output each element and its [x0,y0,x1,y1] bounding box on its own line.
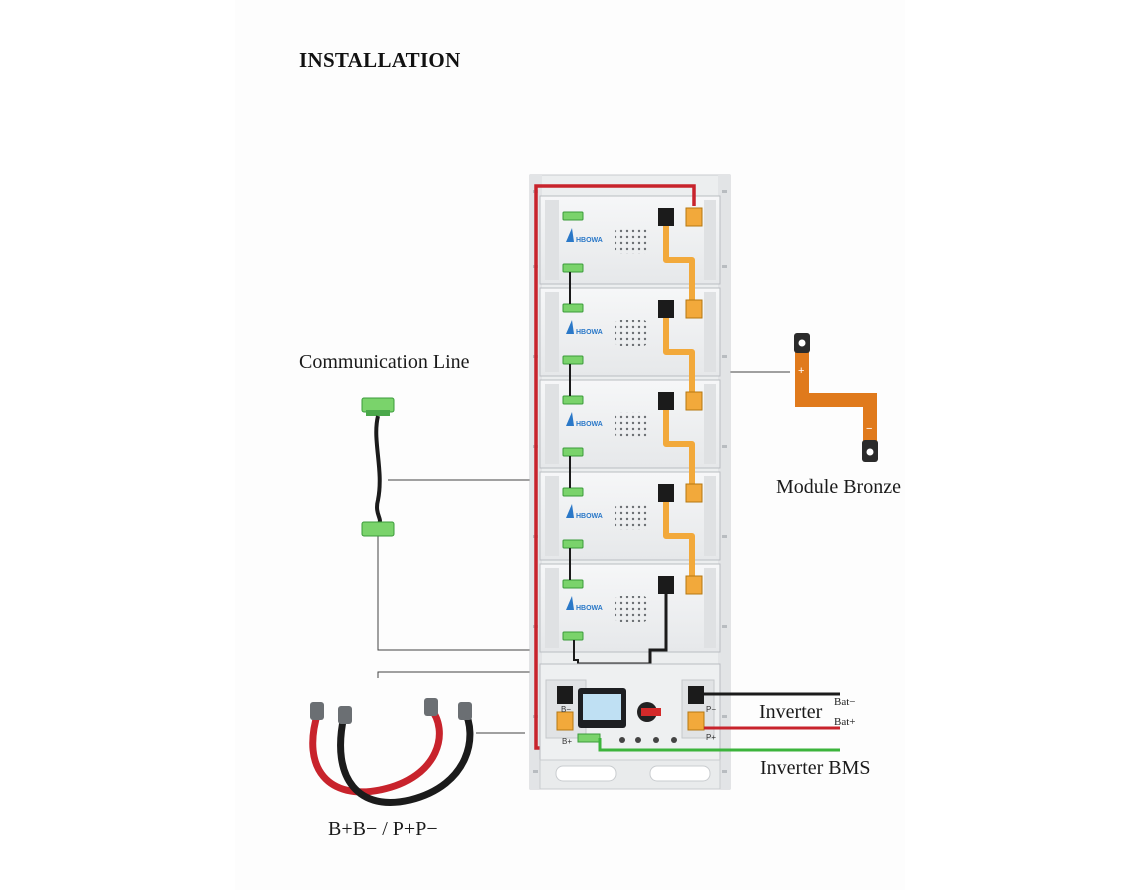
brand-logo-text: HBOWA [576,237,603,244]
terminal-p-minus [688,686,704,704]
module-terminals [658,207,703,595]
bat-minus-label: Bat− [834,696,856,708]
busbar-1 [663,226,695,304]
bat-plus-label: Bat+ [834,716,856,728]
communication-line-label: Communication Line [299,351,470,373]
module-bronze-label: Module Bronze [776,476,901,498]
brand-logo-text: HBOWA [576,513,603,520]
bronze-plus-label: + [798,365,804,377]
brand-logos [566,228,574,610]
inverter-label: Inverter [759,701,823,723]
bms-controller [539,663,721,790]
busbar-4 [663,502,695,580]
leader-cables-top [377,671,540,678]
busbar-2 [663,318,695,396]
leader-communication-lower [377,534,566,651]
brand-logo-mark [566,412,574,426]
power-cables [309,698,474,806]
inverter-bms-cable [598,738,840,752]
terminal-b-minus [557,686,573,704]
lcd-screen [583,694,621,720]
bronze-minus-label: − [866,423,872,435]
power-cables-label: B+B− / P+P− [328,818,438,840]
module-bronze-busbar [794,333,878,462]
bms-comm-connector [577,733,601,743]
brand-logo-mark [566,228,574,242]
busbar-3 [663,410,695,488]
leader-lines [377,371,790,734]
module-busbars [663,226,695,580]
power-switch-handle [641,708,661,716]
terminal-p-minus-label: P− [706,705,716,714]
brand-logo-mark [566,504,574,518]
brand-logo-text: HBOWA [576,329,603,336]
terminal-b-plus-label: B+ [562,737,572,746]
brand-logo-mark [566,320,574,334]
page-title: INSTALLATION [299,48,461,72]
brand-logo-text: HBOWA [576,421,603,428]
inverter-bms-label: Inverter BMS [760,757,871,779]
terminal-b-plus [556,711,574,731]
terminal-b-minus-label: B− [561,705,571,714]
communication-line-cable [361,397,395,537]
terminal-p-plus [687,711,705,731]
brand-logo-mark [566,596,574,610]
terminal-p-plus-label: P+ [706,733,716,742]
brand-logo-text: HBOWA [576,605,603,612]
